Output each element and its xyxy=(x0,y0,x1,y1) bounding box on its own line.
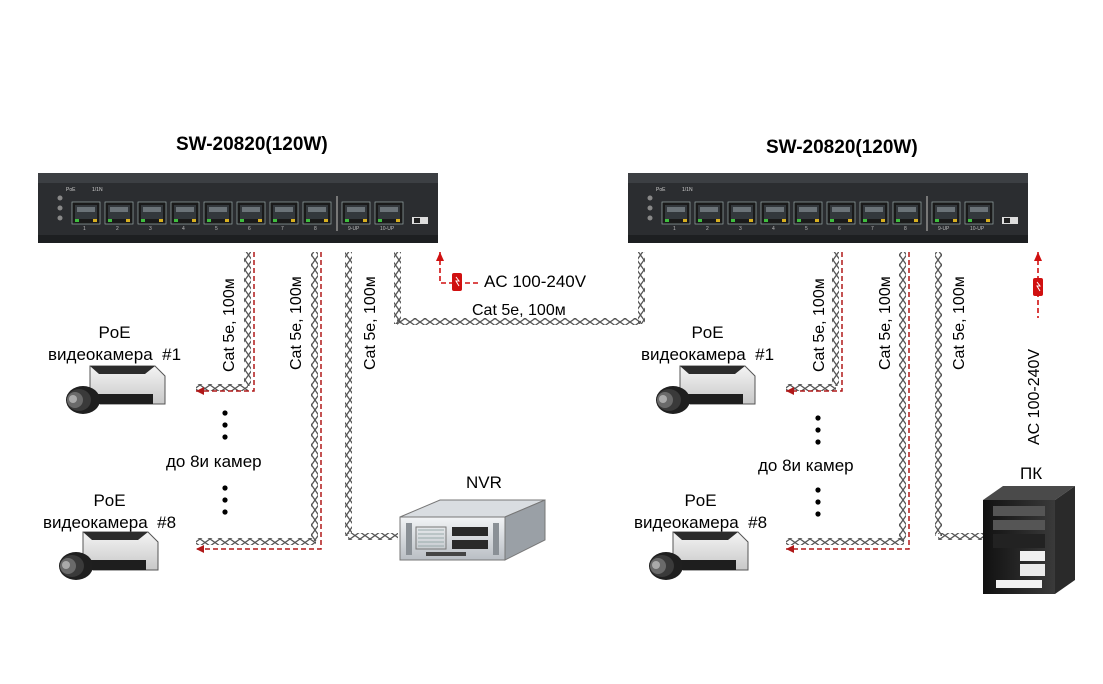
cable-label-left-cam1: Cat 5e, 100м xyxy=(221,278,238,372)
cable-right-pc xyxy=(935,252,984,540)
cable-left-cam1 xyxy=(196,252,255,395)
pc-icon xyxy=(983,486,1075,594)
cable-label-right-cam8: Cat 5e, 100м xyxy=(877,276,894,370)
switch-left-poe-label: PoE xyxy=(66,187,76,193)
switch-right-poe-label: PoE xyxy=(656,187,666,193)
ellipsis-left-top-icon xyxy=(222,410,228,440)
ellipsis-left-bottom-icon xyxy=(222,485,228,515)
nvr-icon xyxy=(399,499,546,561)
switch-left-port-7-number: 7 xyxy=(281,226,284,232)
cable-right-cam8 xyxy=(786,252,910,553)
camera-right-1-label: PoE видеокамера #1 xyxy=(641,323,775,364)
switch-left-port-4-number: 4 xyxy=(182,226,185,232)
switch-right-port-1-number: 1 xyxy=(673,226,676,232)
switch-left-port-3-number: 3 xyxy=(149,226,152,232)
switch-left-port-2-number: 2 xyxy=(116,226,119,232)
power-label-right: AC 100-240V xyxy=(1026,348,1043,445)
pc-label: ПК xyxy=(1020,464,1043,483)
cable-label-left-cam8: Cat 5e, 100м xyxy=(288,276,305,370)
switch-right xyxy=(628,173,1028,243)
switch-right-port-5-number: 5 xyxy=(805,226,808,232)
cable-right-cam1 xyxy=(786,252,843,395)
power-line-right xyxy=(1033,252,1043,318)
ellipsis-right-bottom-icon xyxy=(815,487,821,517)
switch-right-title: SW-20820(120W) xyxy=(766,137,918,158)
switch-left-port-1-number: 1 xyxy=(83,226,86,232)
cable-uplink xyxy=(394,252,645,325)
switch-right-uplink-10-label: 10-UP xyxy=(970,226,985,232)
switch-right-port-6-number: 6 xyxy=(838,226,841,232)
cable-label-right-pc: Cat 5e, 100м xyxy=(951,276,968,370)
switch-left-uplink-9-label: 9-UP xyxy=(348,226,360,232)
switch-left xyxy=(38,173,438,243)
switch-left-port-6-number: 6 xyxy=(248,226,251,232)
camera-left-1-icon xyxy=(65,365,166,415)
camera-count-left: до 8и камер xyxy=(166,452,262,471)
switch-right-uplink-9-label: 9-UP xyxy=(938,226,950,232)
cable-label-left-nvr: Cat 5e, 100м xyxy=(362,276,379,370)
uplink-cable-label: Cat 5e, 100м xyxy=(472,302,566,319)
switch-left-port-5-number: 5 xyxy=(215,226,218,232)
camera-left-8-label: PoE видеокамера #8 xyxy=(43,491,177,532)
power-label-left: AC 100-240V xyxy=(484,272,587,291)
cable-left-nvr xyxy=(345,252,398,540)
switch-right-port-4-number: 4 xyxy=(772,226,775,232)
switch-left-port-8-number: 8 xyxy=(314,226,317,232)
ellipsis-right-top-icon xyxy=(815,415,821,445)
camera-right-8-label: PoE видеокамера #8 xyxy=(634,491,768,532)
switch-right-1n-label: 1/1N xyxy=(682,187,693,193)
camera-right-8-icon xyxy=(648,531,749,581)
cable-left-cam8 xyxy=(196,252,322,553)
camera-left-8-icon xyxy=(58,531,159,581)
power-line-left xyxy=(436,252,478,291)
switch-right-port-7-number: 7 xyxy=(871,226,874,232)
switch-left-title: SW-20820(120W) xyxy=(176,134,328,155)
camera-count-right: до 8и камер xyxy=(758,456,854,475)
switch-right-port-3-number: 3 xyxy=(739,226,742,232)
camera-left-1-label: PoE видеокамера #1 xyxy=(48,323,182,364)
switch-right-port-2-number: 2 xyxy=(706,226,709,232)
switch-left-1n-label: 1/1N xyxy=(92,187,103,193)
switch-right-port-8-number: 8 xyxy=(904,226,907,232)
switch-left-uplink-10-label: 10-UP xyxy=(380,226,395,232)
cable-label-right-cam1: Cat 5e, 100м xyxy=(811,278,828,372)
nvr-label: NVR xyxy=(466,473,502,492)
camera-right-1-icon xyxy=(655,365,756,415)
